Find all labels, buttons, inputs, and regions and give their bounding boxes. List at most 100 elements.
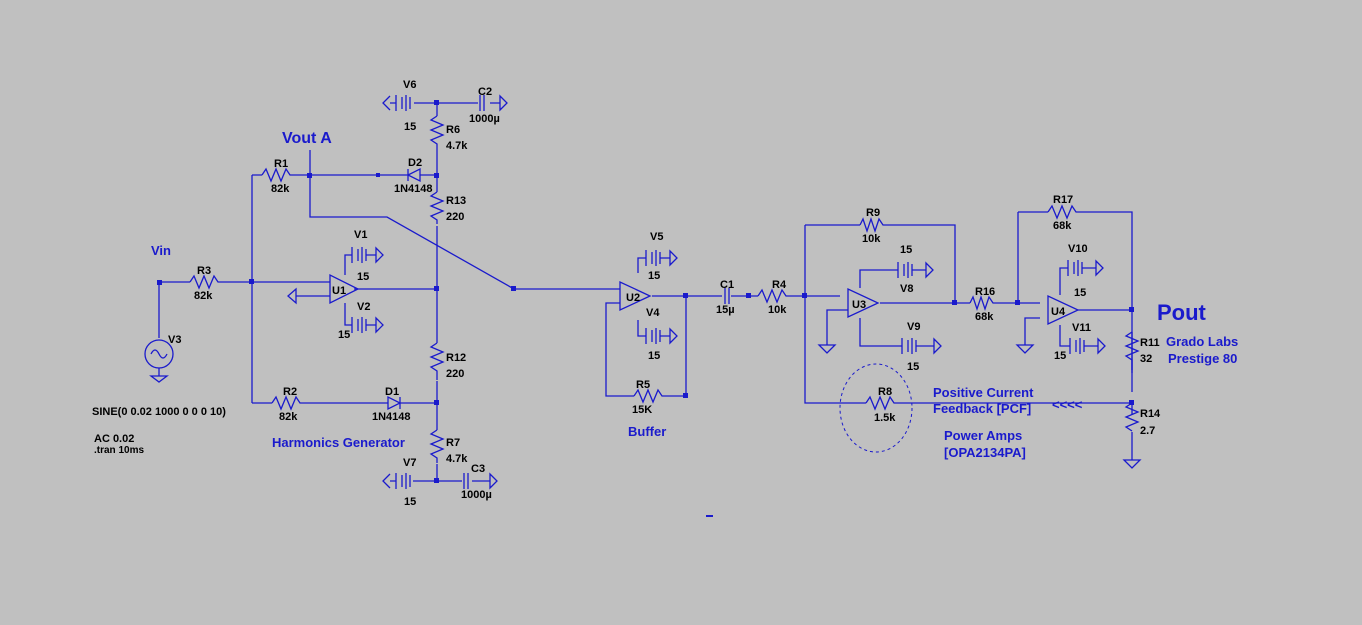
r3-value: 82k [194, 290, 213, 302]
net-labels: Vin Vout A Pout Grado Labs Prestige 80 P… [151, 130, 1238, 460]
v11-value: 15 [1054, 350, 1066, 362]
r7-name: R7 [446, 437, 460, 449]
v6-name: V6 [403, 79, 416, 91]
r14-value: 2.7 [1140, 425, 1155, 437]
amps-label-line1: Power Amps [944, 428, 1022, 443]
u3-triangle [847, 287, 880, 319]
r5-name: R5 [636, 379, 650, 391]
tran-directive: .tran 10ms [94, 445, 144, 456]
r2-zigzag [271, 395, 306, 411]
r4-name: R4 [772, 279, 787, 291]
r16-name: R16 [975, 286, 995, 298]
u4-triangle [1047, 294, 1080, 326]
resistor-bodies [189, 115, 1140, 463]
v2-name: V2 [357, 301, 370, 313]
v2-value: 15 [338, 329, 350, 341]
load-label-line2: Prestige 80 [1168, 351, 1237, 366]
v7-value: 15 [404, 496, 416, 508]
c2-plates [479, 95, 485, 111]
r12-name: R12 [446, 352, 466, 364]
r6-value: 4.7k [446, 140, 468, 152]
c3-plates [463, 473, 469, 489]
r1-name: R1 [274, 158, 288, 170]
v8-name: V8 [900, 283, 913, 295]
u1-triangle [329, 273, 360, 305]
d2-name: D2 [408, 157, 422, 169]
pcf-highlight-ellipse [839, 363, 913, 453]
v9-name: V9 [907, 321, 920, 333]
r8-zigzag [865, 395, 900, 411]
component-labels: R3 82k R1 82k R2 82k R4 10k R5 15K R8 1.… [92, 79, 1161, 508]
diode-bodies [378, 167, 421, 411]
r16-zigzag [969, 294, 1000, 312]
r17-zigzag [1047, 204, 1082, 220]
r3-zigzag [189, 274, 222, 290]
r4-value: 10k [768, 304, 787, 316]
u3-name: U3 [852, 299, 866, 311]
d1-name: D1 [385, 386, 399, 398]
r2-name: R2 [283, 386, 297, 398]
r1-value: 82k [271, 183, 290, 195]
r6-zigzag [429, 115, 445, 148]
r14-name: R14 [1140, 408, 1161, 420]
dc-sources [144, 94, 1106, 490]
v5-name: V5 [650, 231, 663, 243]
c1-name: C1 [720, 279, 734, 291]
d1-value: 1N4148 [372, 411, 411, 423]
v4-name: V4 [646, 307, 660, 319]
c3-value: 1000µ [461, 489, 492, 501]
u1-name: U1 [332, 285, 346, 297]
r2-value: 82k [279, 411, 298, 423]
pcf-label-line1: Positive Current [933, 385, 1034, 400]
ground-symbols [287, 287, 1142, 469]
v1-value: 15 [357, 271, 369, 283]
v1-name: V1 [354, 229, 367, 241]
r7-zigzag [429, 429, 445, 463]
u2-triangle [619, 280, 652, 312]
ac-directive: AC 0.02 [94, 433, 134, 445]
r12-value: 220 [446, 368, 464, 380]
c1-value: 15µ [716, 304, 735, 316]
v5-value: 15 [648, 270, 660, 282]
r17-value: 68k [1053, 220, 1072, 232]
r6-name: R6 [446, 124, 460, 136]
r14-zigzag [1124, 402, 1140, 432]
junction-dots [157, 100, 1134, 517]
r9-value: 10k [862, 233, 881, 245]
sine-directive: SINE(0 0.02 1000 0 0 0 10) [92, 406, 226, 418]
r8-value: 1.5k [874, 412, 896, 424]
vin-label: Vin [151, 243, 171, 258]
v8-value: 15 [900, 244, 912, 256]
r13-value: 220 [446, 211, 464, 223]
r11-name: R11 [1140, 337, 1160, 349]
r7-value: 4.7k [446, 453, 468, 465]
v3-name: V3 [168, 334, 181, 346]
d2-symbol [378, 167, 421, 183]
r9-zigzag [859, 216, 890, 234]
d1-symbol [387, 395, 402, 411]
u2-name: U2 [626, 292, 640, 304]
v9-value: 15 [907, 361, 919, 373]
d2-value: 1N4148 [394, 183, 433, 195]
r3-name: R3 [197, 265, 211, 277]
v6-value: 15 [404, 121, 416, 133]
r11-value: 32 [1140, 353, 1152, 365]
v4-value: 15 [648, 350, 660, 362]
r4-zigzag [757, 288, 792, 304]
pout-label: Pout [1157, 300, 1207, 325]
pcf-arrows: <<<< [1052, 397, 1083, 412]
u4-name: U4 [1051, 306, 1066, 318]
pcf-label-line2: Feedback [PCF] [933, 401, 1031, 416]
v10-name: V10 [1068, 243, 1088, 255]
r1-zigzag [261, 167, 296, 183]
v11-name: V11 [1072, 322, 1091, 334]
r5-value: 15K [632, 404, 652, 416]
r5-zigzag [633, 388, 670, 404]
capacitor-bodies [463, 95, 730, 489]
r11-zigzag [1124, 331, 1140, 370]
r12-zigzag [429, 342, 445, 380]
v7-name: V7 [403, 457, 416, 469]
c2-name: C2 [478, 86, 492, 98]
v10-value: 15 [1074, 287, 1086, 299]
